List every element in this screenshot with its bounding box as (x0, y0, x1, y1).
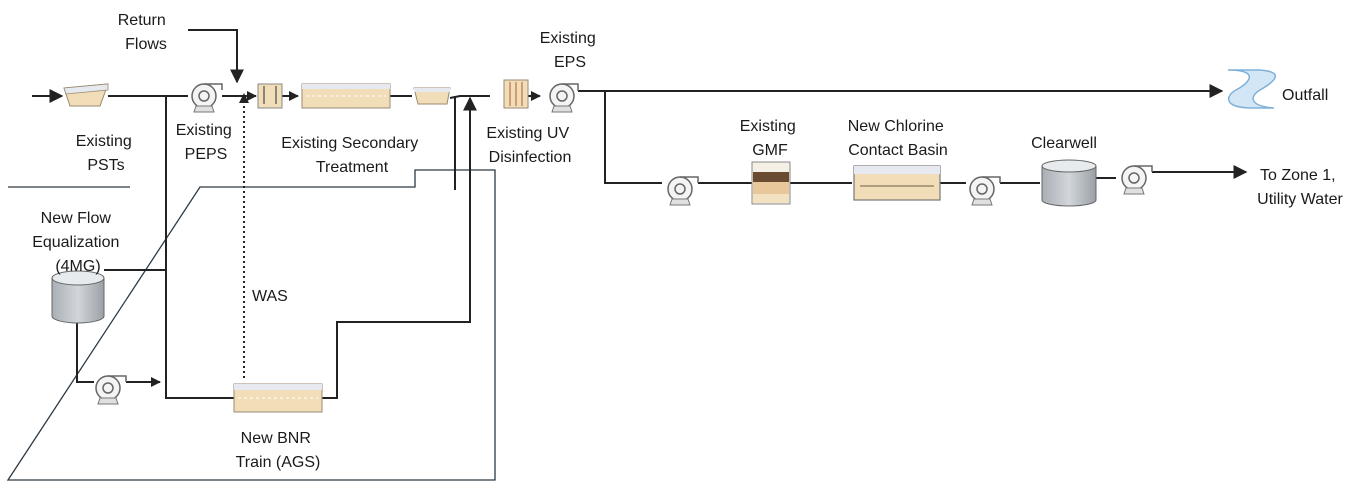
chlorine-basin-icon (853, 165, 941, 201)
clearwell-tank-icon (1041, 159, 1097, 207)
existing-eps-label: Existing EPS (540, 30, 600, 71)
new-flow-eq-label: New Flow Equalization (4MG) (32, 210, 124, 275)
clearwell-pump-icon (1121, 165, 1153, 195)
bnr-effluent-line (322, 96, 477, 399)
new-bnr-label: New BNR Train (AGS) (236, 430, 321, 471)
eps-pump-icon (549, 83, 579, 113)
eq-pump-icon (95, 375, 127, 405)
return-flows-arrow (188, 29, 244, 84)
chlorine-pump-icon (969, 176, 1001, 206)
new-facilities-boundary (6, 169, 496, 481)
eq-drain-line (76, 322, 94, 383)
was-label: WAS (252, 288, 288, 305)
existing-psts-label: Existing PSTs (76, 133, 136, 174)
return-flows-label: Return Flows (118, 12, 170, 53)
to-zone-label: To Zone 1, Utility Water (1257, 167, 1343, 208)
secondary-clarifier-icon (413, 87, 451, 105)
new-chlorine-label: New Chlorine Contact Basin (848, 118, 949, 159)
pst-bypass-line (165, 96, 234, 399)
bnr-train-icon (233, 383, 323, 413)
reuse-branch-line (604, 91, 662, 184)
gmf-filter-icon (751, 161, 791, 205)
existing-peps-label: Existing PEPS (176, 122, 236, 163)
selector-icon (257, 83, 283, 109)
secondary-basin-icon (301, 83, 391, 109)
flow-equalization-tank-icon (51, 270, 105, 324)
peps-pump-icon (191, 83, 223, 113)
reuse-pump-icon (667, 176, 699, 206)
uv-disinfection-icon (503, 79, 529, 109)
existing-secondary-label: Existing Secondary Treatment (281, 135, 422, 176)
existing-gmf-label: Existing GMF (740, 118, 800, 159)
outfall-icon (1227, 69, 1276, 109)
existing-uv-label: Existing UV Disinfection (486, 125, 573, 166)
pst-icon (63, 83, 109, 107)
outfall-label: Outfall (1282, 87, 1328, 104)
clearwell-label: Clearwell (1031, 135, 1097, 152)
clarifier-to-uv-line (449, 95, 490, 99)
